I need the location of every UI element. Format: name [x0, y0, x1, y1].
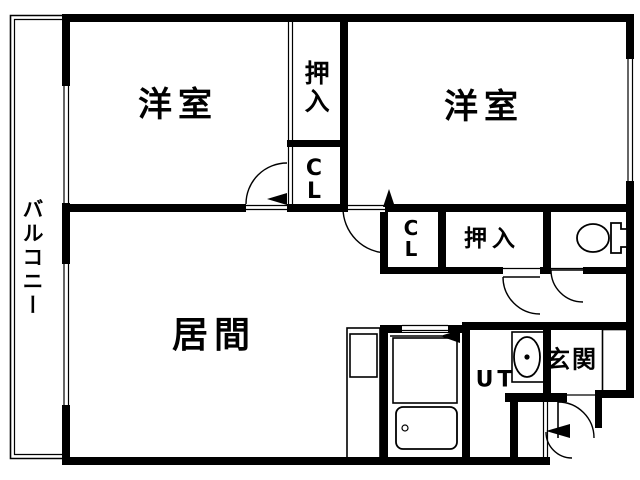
washbasin-icon: [511, 331, 545, 383]
door-swing-west-room-left: [245, 162, 288, 205]
label-living-room: 居間: [171, 315, 257, 357]
balcony-outline: [9, 14, 62, 460]
doors: [245, 162, 595, 459]
label-oshiire-mid: 押入: [464, 225, 520, 252]
label-cl-mid: CL: [403, 216, 419, 261]
label-oshiire-top: 押入: [301, 60, 331, 116]
door-swing-entrance: [557, 401, 595, 439]
fixtures: [346, 222, 628, 461]
door-swing-toilet: [550, 269, 584, 303]
label-entrance: 玄関: [546, 345, 598, 374]
kitchen-counter-icon: [346, 327, 381, 461]
shoe-cabinet-icon: [601, 328, 629, 395]
bathtub-icon: [395, 406, 458, 450]
label-west-room-right: 洋室: [444, 87, 524, 128]
toilet-icon: [576, 222, 628, 254]
windows-and-thresholds: [63, 22, 634, 460]
bathtub-drain-icon: [401, 424, 409, 432]
walls: [62, 14, 634, 465]
bathroom: [380, 324, 470, 465]
label-balcony: バルコニー: [20, 198, 45, 318]
bath-door-icon: [440, 330, 460, 343]
label-cl-top: CL: [305, 155, 323, 204]
door-swing-west-room-right: [342, 207, 389, 254]
door-swing-hallway: [502, 276, 541, 315]
label-utility: UT: [475, 367, 517, 393]
label-west-room-left: 洋室: [138, 85, 218, 126]
door-swing-entrance-inner: [545, 431, 573, 459]
